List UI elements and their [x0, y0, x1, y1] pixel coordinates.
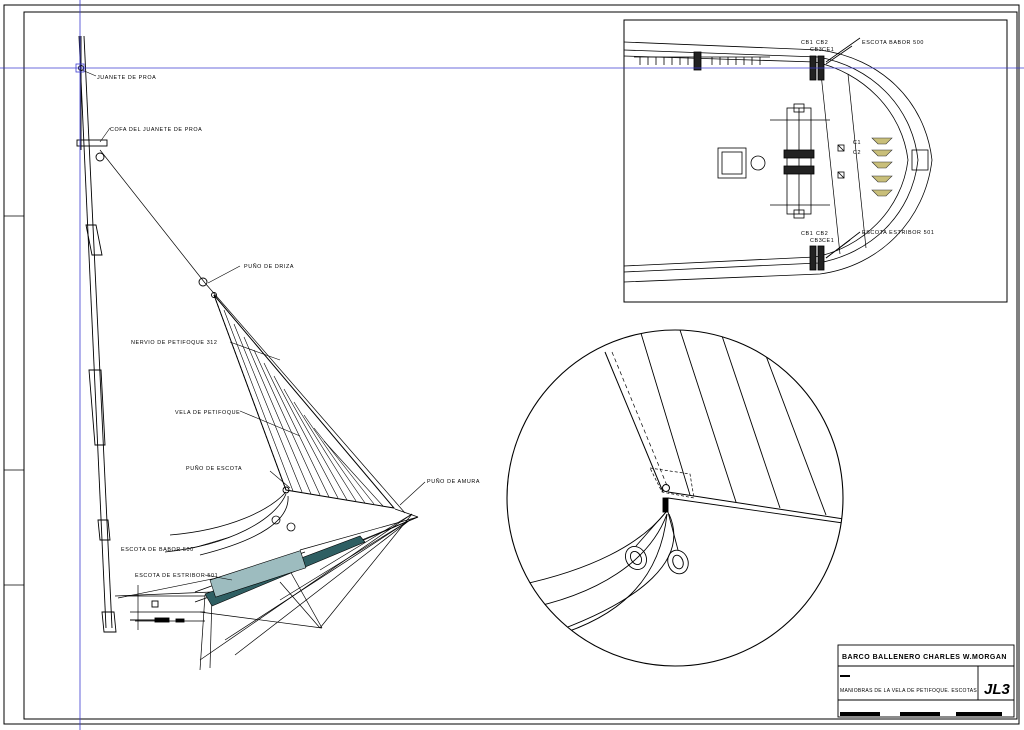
- title-block-subtitle: MANIOBRAS DE LA VELA DE PETIFOQUE. ESCOT…: [840, 688, 977, 694]
- jib-boom: [76, 35, 117, 633]
- sheet-frame: [3, 4, 1020, 725]
- sail-seams: [223, 309, 384, 507]
- title-block-title: BARCO BALLENERO CHARLES W.MORGAN: [842, 654, 1007, 661]
- inset-tag-c2: C2: [853, 150, 861, 156]
- label-tack-clew: PUÑO DE AMURA: [427, 478, 480, 485]
- inset-tag-cb3-top: CB3: [810, 47, 822, 53]
- windlass: [770, 103, 830, 219]
- inset-tag-c1: C1: [853, 140, 861, 146]
- label-port-sheet: ESCOTA DE BABOR 500: [121, 547, 194, 553]
- inset-tag-cb2-bottom: CB2: [816, 231, 828, 237]
- title-block-code: JL3: [984, 681, 1011, 698]
- label-halyard-clew: PUÑO DE DRIZA: [244, 263, 294, 270]
- jib-sail: [198, 277, 396, 509]
- cleats: [871, 137, 893, 197]
- inset-tag-cb2-top: CB2: [816, 40, 828, 46]
- sail-plate-box: [209, 550, 307, 598]
- inset-tag-cb3-bottom: CB3: [810, 238, 822, 244]
- label-jib-sail: VELA DE PETIFOQUE: [175, 410, 240, 416]
- inset-label-port-sheet: ESCOTA BABOR 500: [862, 40, 924, 46]
- hatch: [717, 147, 747, 179]
- label-starboard-sheet: ESCOTA DE ESTRIBOR 501: [135, 573, 218, 579]
- leader-lines: [81, 69, 426, 581]
- capstan: [750, 155, 766, 171]
- deck-plan-inset: [623, 19, 1008, 303]
- inset-tag-cb1-top: CB1: [801, 40, 813, 46]
- inset-label-starboard-sheet: ESCOTA ESTRIBOR 501: [862, 230, 934, 236]
- label-jib-boom: JUANETE DE PROA: [97, 75, 156, 81]
- inset-tag-ce1-bottom: CE1: [822, 238, 834, 244]
- label-jib-boom-top: COFA DEL JUANETE DE PROA: [110, 127, 202, 133]
- cad-cursor-box[interactable]: [75, 63, 85, 73]
- inset-tag-ce1-top: CE1: [822, 47, 834, 53]
- inset-tag-cb1-bottom: CB1: [801, 231, 813, 237]
- rigging-lines: [99, 149, 413, 661]
- detail-circle: [506, 329, 844, 667]
- belaying-pins: [634, 51, 770, 71]
- title-block: [837, 644, 1015, 718]
- jib-sail-elevation: [76, 35, 419, 671]
- label-jib-nerve: NERVIO DE PETIFOQUE 312: [131, 340, 218, 346]
- bowsprit-fittings: [130, 600, 185, 623]
- label-sheet-clew: PUÑO DE ESCOTA: [186, 465, 242, 472]
